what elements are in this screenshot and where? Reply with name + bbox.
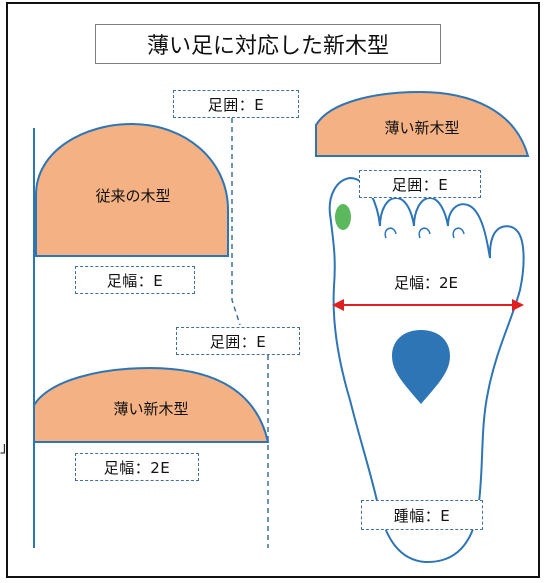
page-title: 薄い足に対応した新木型 <box>95 24 441 64</box>
toe-mark <box>335 204 351 230</box>
toe-curve-1 <box>384 227 397 239</box>
foot-width-label-left-bottom: 足幅：2E <box>75 453 199 481</box>
diagram-frame <box>6 2 540 578</box>
conventional-last-shape <box>35 122 229 257</box>
toe-curve-3 <box>452 227 465 239</box>
heel-width-label: 踵幅：E <box>361 500 483 530</box>
foot-girth-label-right: 足囲：E <box>359 170 481 198</box>
width-arrow-left-head <box>332 299 344 311</box>
foot-width-label-right: 足幅：2E <box>393 273 459 292</box>
thin-last-right-label: 薄い新木型 <box>384 118 460 137</box>
pressure-drop-icon <box>392 330 450 404</box>
foot-width-label-left: 足幅：E <box>75 266 195 294</box>
thin-last-left-shape <box>33 366 270 443</box>
foot-girth-label-mid: 足囲：E <box>176 327 300 355</box>
conventional-last-label: 従来の木型 <box>95 186 171 205</box>
side-mark: 」 <box>0 440 14 456</box>
thin-last-left-label: 薄い新木型 <box>113 399 189 418</box>
width-arrow-right-head <box>512 299 524 311</box>
girth-connector-dashed <box>231 118 241 326</box>
toe-curve-2 <box>418 227 431 239</box>
thin-last-right-shape <box>315 90 530 157</box>
foot-girth-label-top: 足囲：E <box>173 90 299 118</box>
